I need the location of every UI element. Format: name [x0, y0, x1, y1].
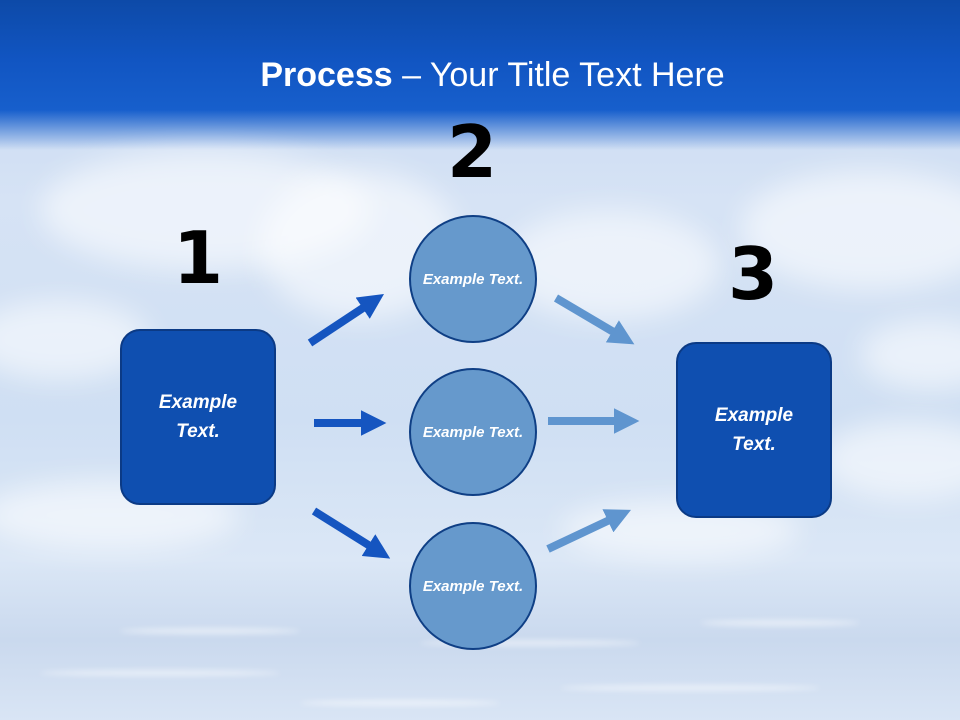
page-title: Process – Your Title Text Here [0, 52, 960, 98]
circle-top-text: Example Text. [422, 270, 524, 288]
step-number-3: 3 [727, 232, 779, 316]
circle-middle-text: Example Text. [422, 423, 524, 441]
water-ripple [40, 670, 280, 676]
water-ripple [420, 640, 640, 646]
circle-bottom: Example Text. [409, 522, 537, 650]
arrow-to-top-circle [307, 294, 385, 347]
arrow-to-bottom-circle [311, 507, 391, 559]
circle-bottom-text: Example Text. [422, 577, 524, 595]
title-rest: – Your Title Text Here [392, 56, 725, 94]
arrow-from-bottom-circle [546, 509, 632, 553]
circle-top: Example Text. [409, 215, 537, 343]
end-box-text: Example Text. [714, 405, 794, 455]
cloud-shape [820, 420, 960, 500]
circle-middle: Example Text. [409, 368, 537, 496]
water-ripple [120, 628, 300, 634]
water-ripple [700, 620, 860, 626]
start-box: Example Text. [120, 329, 276, 505]
cloud-shape [500, 210, 720, 320]
water-ripple [300, 700, 500, 706]
title-band [0, 0, 960, 150]
arrow-from-top-circle [553, 294, 635, 345]
step-number-1: 1 [172, 216, 224, 300]
step-number-2: 2 [446, 110, 498, 194]
water-ripple [560, 685, 820, 691]
title-bold: Process [260, 56, 393, 94]
cloud-shape [740, 170, 960, 290]
start-box-text: Example Text. [158, 392, 238, 442]
end-box: Example Text. [676, 342, 832, 518]
